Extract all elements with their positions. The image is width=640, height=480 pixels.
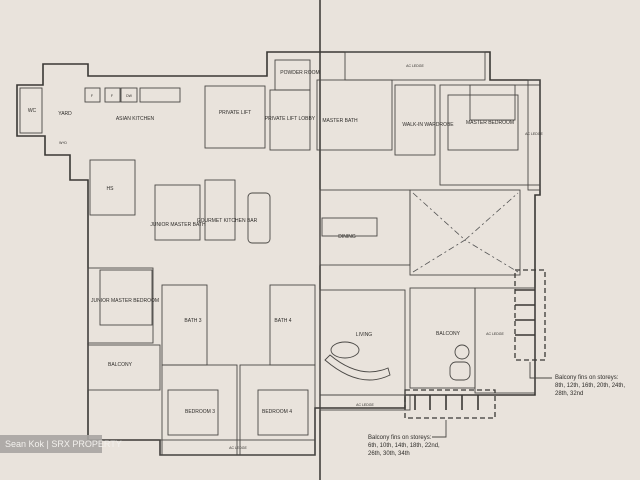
label-junior-master-bath: JUNIOR MASTER BATH	[150, 222, 206, 228]
note-fins-right-3: 28th, 32nd	[555, 391, 583, 397]
note-fins-bottom-2: 6th, 10th, 14th, 18th, 22nd,	[368, 443, 440, 449]
label-balcony-right: BALCONY	[436, 331, 461, 337]
label-balcony-left: BALCONY	[108, 362, 133, 368]
label-private-lift-lobby: PRIVATE LIFT LOBBY	[265, 116, 316, 122]
label-ac-ledge-right: AC LEDGE	[486, 332, 504, 336]
note-fins-right-1: Balcony fins on storeys:	[555, 375, 619, 381]
label-dishwasher: DW	[126, 94, 133, 98]
label-dining: DINING	[338, 234, 356, 240]
label-bedroom-3: BEDROOM 3	[185, 409, 215, 415]
label-hs: HS	[107, 186, 115, 192]
label-ac-ledge-top: AC LEDGE	[406, 64, 424, 68]
note-fins-right-2: 8th, 12th, 16th, 20th, 24th,	[555, 383, 625, 389]
label-bath-4: BATH 4	[274, 318, 291, 324]
label-ac-ledge-living: AC LEDGE	[356, 403, 374, 407]
annotations: Balcony fins on storeys: 8th, 12th, 16th…	[368, 375, 625, 457]
room-labels: WC YARD ASIAN KITCHEN F F DW W+D HS PRIV…	[28, 64, 544, 450]
note-fins-bottom-3: 26th, 30th, 34th	[368, 451, 410, 457]
label-gourmet-kitchen-bar: GOURMET KITCHEN BAR	[197, 218, 258, 224]
balcony-fins-bottom	[404, 389, 496, 438]
label-fridge: F	[91, 94, 93, 98]
label-asian-kitchen: ASIAN KITCHEN	[116, 116, 155, 122]
label-living: LIVING	[356, 332, 373, 338]
label-powder-room: POWDER ROOM	[280, 70, 319, 76]
label-ac-ledge-master: AC LEDGE	[525, 132, 543, 136]
label-yard: YARD	[58, 111, 72, 117]
label-bedroom-4: BEDROOM 4	[262, 409, 292, 415]
label-ac-ledge-bottom: AC LEDGE	[229, 446, 247, 450]
label-junior-master-bedroom: JUNIOR MASTER BEDROOM	[91, 298, 159, 304]
label-washer-dryer: W+D	[59, 141, 67, 145]
watermark: Sean Kok | SRX PROPERTY	[0, 435, 122, 453]
label-master-bath: MASTER BATH	[322, 118, 358, 124]
label-private-lift: PRIVATE LIFT	[219, 110, 251, 116]
note-fins-bottom-1: Balcony fins on storeys:	[368, 435, 432, 441]
balcony-fins-right	[514, 269, 552, 379]
label-master-bedroom: MASTER BEDROOM	[466, 120, 514, 126]
label-bath-3: BATH 3	[184, 318, 201, 324]
label-fridge-2: F	[111, 94, 113, 98]
label-wc: WC	[28, 108, 37, 114]
label-walk-in-wardrobe: WALK-IN WARDROBE	[402, 122, 454, 128]
walls	[16, 51, 552, 456]
